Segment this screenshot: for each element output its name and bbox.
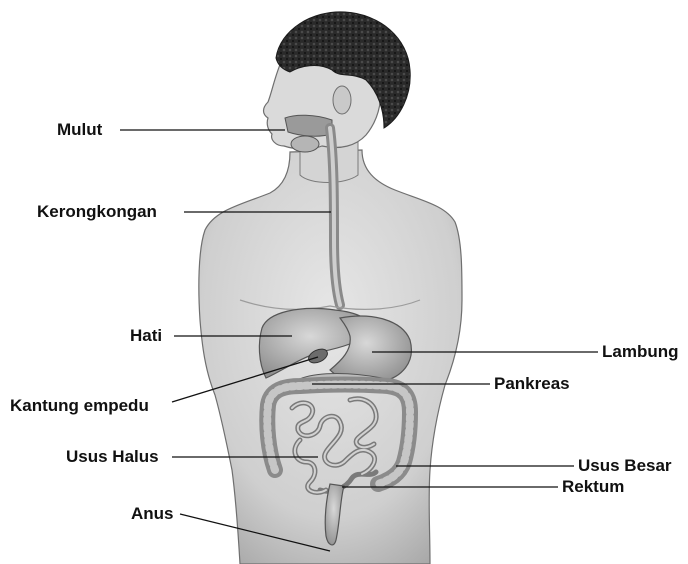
- label-lambung: Lambung: [602, 343, 679, 360]
- label-hati: Hati: [130, 327, 162, 344]
- label-usus-halus: Usus Halus: [66, 448, 159, 465]
- label-rektum: Rektum: [562, 478, 624, 495]
- oral-cavity: [285, 115, 332, 136]
- label-kerongkongan: Kerongkongan: [37, 203, 157, 220]
- label-kantung-empedu: Kantung empedu: [10, 397, 149, 414]
- label-pankreas: Pankreas: [494, 375, 570, 392]
- label-mulut: Mulut: [57, 121, 102, 138]
- label-anus: Anus: [131, 505, 174, 522]
- label-usus-besar: Usus Besar: [578, 457, 672, 474]
- ear: [333, 86, 351, 114]
- salivary-gland: [291, 136, 319, 152]
